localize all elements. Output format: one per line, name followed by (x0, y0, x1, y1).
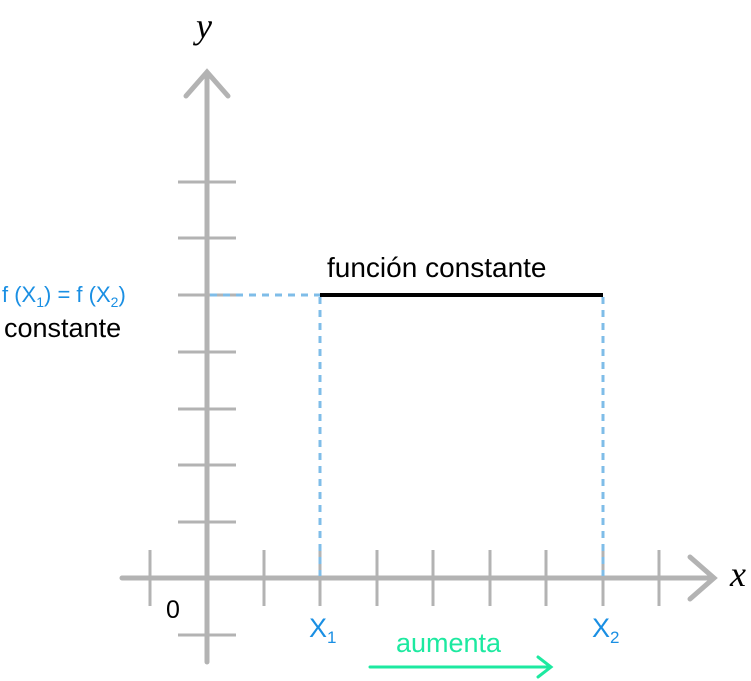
x-axis-label: x (729, 554, 746, 594)
y-value-label: f (X1) = f (X2) (2, 282, 126, 310)
constant-caption: constante (4, 313, 121, 343)
x2-label: X2 (592, 613, 619, 647)
y-axis-label: y (193, 6, 212, 46)
x1-label: X1 (309, 613, 336, 647)
guide-lines (210, 293, 605, 576)
y-axis (183, 68, 231, 665)
origin-label: 0 (166, 596, 180, 624)
function-label: función constante (327, 252, 547, 283)
y-axis-ticks (178, 180, 236, 637)
x-axis-ticks (148, 550, 661, 606)
direction-label: aumenta (396, 628, 502, 658)
x-axis (119, 554, 718, 602)
direction-arrow (368, 655, 554, 679)
